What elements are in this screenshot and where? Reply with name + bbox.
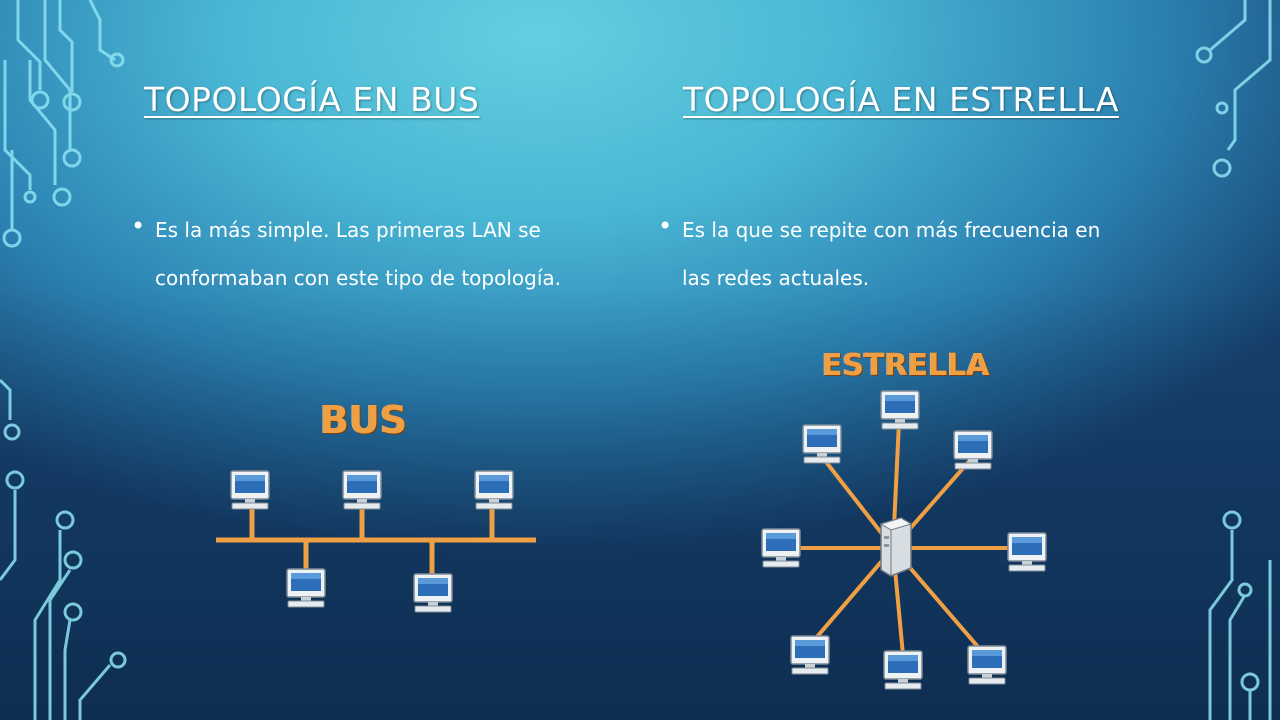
- computer-icon: [761, 528, 801, 568]
- star-description-text: Es la que se repite con más frecuencia e…: [682, 218, 1101, 290]
- star-diagram: [761, 390, 1047, 690]
- computer-icon: [802, 424, 842, 464]
- star-description-bullet: • Es la que se repite con más frecuencia…: [658, 206, 1132, 302]
- bus-description-bullet: • Es la más simple. Las primeras LAN se …: [131, 206, 605, 302]
- bullet-dot-icon: •: [658, 212, 673, 240]
- star-diagram-label: ESTRELLA: [822, 348, 990, 383]
- bus-description-text: Es la más simple. Las primeras LAN se co…: [155, 218, 561, 290]
- computer-icon: [883, 650, 923, 690]
- computer-icon: [230, 470, 270, 510]
- star-cable: [808, 546, 895, 647]
- computer-icon: [880, 390, 920, 430]
- server-icon: [879, 517, 913, 577]
- computer-icon: [474, 470, 514, 510]
- bus-topology-title: TOPOLOGÍA EN BUS: [144, 80, 480, 119]
- computer-icon: [286, 568, 326, 608]
- star-topology-title: TOPOLOGÍA EN ESTRELLA: [683, 80, 1119, 119]
- computer-icon: [1007, 532, 1047, 572]
- computer-icon: [790, 635, 830, 675]
- computer-icon: [953, 430, 993, 470]
- bus-diagram-label: BUS: [320, 398, 408, 442]
- bullet-dot-icon: •: [131, 212, 146, 240]
- bus-diagram: [216, 470, 536, 613]
- computer-icon: [342, 470, 382, 510]
- computer-icon: [967, 645, 1007, 685]
- computer-icon: [413, 573, 453, 613]
